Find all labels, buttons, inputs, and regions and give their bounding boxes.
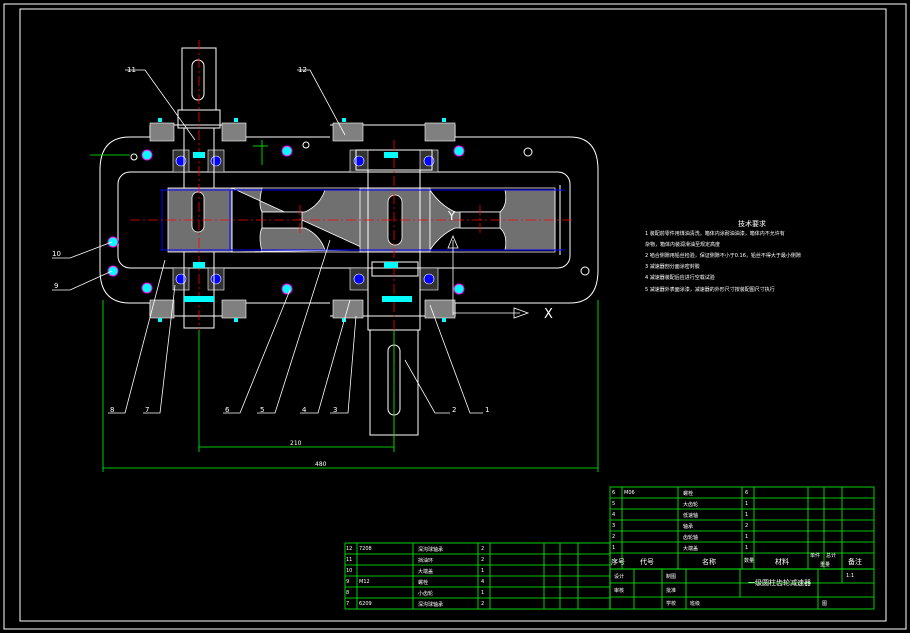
- outer-frame: [3, 3, 907, 630]
- part-no: 7: [346, 601, 350, 607]
- part-no: 8: [346, 590, 350, 596]
- callout-7: 7: [145, 406, 149, 414]
- callout-1: 1: [485, 406, 489, 414]
- axis-y-label: Y: [447, 209, 456, 223]
- part-no: 11: [346, 557, 353, 563]
- part-no: 12: [346, 546, 353, 552]
- part-code: M06: [624, 490, 635, 496]
- callout-3: 3: [333, 406, 337, 414]
- axis-x-label: X: [544, 307, 553, 322]
- part-no: 5: [612, 501, 616, 507]
- callout-9: 9: [54, 282, 58, 290]
- part-qty: 2: [481, 601, 485, 607]
- dimension-center-distance: 210: [290, 440, 302, 447]
- centerlines: [130, 40, 575, 440]
- tb-sheet: 图: [822, 601, 828, 607]
- part-name: 大端盖: [418, 569, 434, 575]
- header-total-weight: 总计: [826, 553, 837, 559]
- leader-lines: [52, 69, 483, 414]
- header-no: 序号: [611, 558, 625, 566]
- part-name: 挡油环: [418, 558, 434, 564]
- header-name: 名称: [702, 558, 716, 566]
- part-name: 轴承: [683, 524, 694, 530]
- callout-5: 5: [260, 406, 264, 414]
- header-remark: 备注: [848, 558, 862, 566]
- callout-2: 2: [452, 406, 456, 414]
- tb-school: 学校: [666, 601, 677, 607]
- callout-10: 10: [52, 250, 61, 258]
- tb-scale: 1:1: [846, 573, 855, 579]
- part-no: 6: [612, 490, 616, 496]
- part-qty: 4: [481, 579, 485, 585]
- bearing-housings: [149, 122, 456, 319]
- dimension-overall-length: 480: [315, 461, 327, 468]
- part-qty: 6: [745, 490, 749, 496]
- tech-requirement-line: 杂物，箱体内装润滑油至规定高度: [645, 242, 721, 248]
- part-name: 低速轴: [683, 513, 699, 519]
- part-qty: 1: [745, 501, 749, 507]
- callout-12: 12: [298, 66, 307, 74]
- part-name: 大端盖: [683, 546, 699, 552]
- part-name: 螺栓: [683, 491, 694, 497]
- part-name: 齿轮轴: [683, 535, 699, 541]
- callout-8: 8: [110, 406, 114, 414]
- tech-requirement-line: 1 装配前零件用煤油清洗，箱体内涂耐油油漆，箱体内不允许有: [645, 231, 785, 237]
- tech-requirement-line: 3 减速器剖分面涂密封胶: [645, 264, 700, 270]
- tb-class: 班级: [690, 601, 701, 607]
- callout-11: 11: [127, 66, 136, 74]
- tech-requirements-title: 技术要求: [738, 220, 766, 228]
- part-name: 深沟球轴承: [418, 602, 444, 608]
- tb-approve: 批准: [666, 588, 677, 594]
- part-name: 深沟球轴承: [418, 547, 444, 553]
- part-no: 3: [612, 523, 616, 529]
- part-code: 6209: [359, 601, 372, 607]
- part-qty: 1: [481, 568, 485, 574]
- part-name: 螺栓: [418, 580, 429, 586]
- part-qty: 1: [481, 590, 485, 596]
- part-qty: 2: [481, 557, 485, 563]
- parts-table-lower: [344, 542, 611, 610]
- header-qty: 数量: [744, 558, 755, 564]
- part-no: 4: [612, 512, 616, 518]
- part-name: 小齿轮: [418, 591, 434, 597]
- part-no: 1: [612, 545, 616, 551]
- tech-requirement-line: 5 减速器外表面涂漆，减速器的外形尺寸按装配图尺寸执行: [645, 287, 775, 293]
- inner-frame: [19, 8, 887, 622]
- part-qty: 2: [745, 523, 749, 529]
- tb-drawn: 制图: [666, 574, 677, 580]
- tech-requirement-line: 2 啮合侧隙用铅丝检验，保证侧隙不小于0.16，铅丝不得大于最小侧隙: [645, 253, 801, 259]
- part-code: M12: [359, 579, 370, 585]
- axis-indicator: [447, 234, 530, 319]
- callout-6: 6: [225, 406, 230, 414]
- header-unit-weight: 单件: [810, 553, 821, 559]
- part-name: 大齿轮: [683, 502, 699, 508]
- title-block: [609, 568, 875, 610]
- tb-design: 设计: [614, 574, 625, 580]
- tech-requirement-line: 4 减速器装配后应进行空载试验: [645, 275, 715, 281]
- drawing-title: 一级圆柱齿轮减速器: [748, 579, 811, 587]
- tb-check: 审核: [614, 588, 625, 594]
- part-code: 7208: [359, 546, 372, 552]
- header-code: 代号: [640, 558, 654, 566]
- part-no: 10: [346, 568, 353, 574]
- bolts: [107, 141, 590, 295]
- header-weight: 重量: [820, 562, 831, 568]
- part-qty: 1: [745, 545, 749, 551]
- part-no: 2: [612, 534, 616, 540]
- part-no: 9: [346, 579, 350, 585]
- dimension-lines: [90, 140, 599, 472]
- header-material: 材料: [775, 558, 789, 566]
- callout-4: 4: [302, 406, 307, 414]
- part-qty: 1: [745, 512, 749, 518]
- part-qty: 2: [481, 546, 485, 552]
- part-qty: 1: [745, 534, 749, 540]
